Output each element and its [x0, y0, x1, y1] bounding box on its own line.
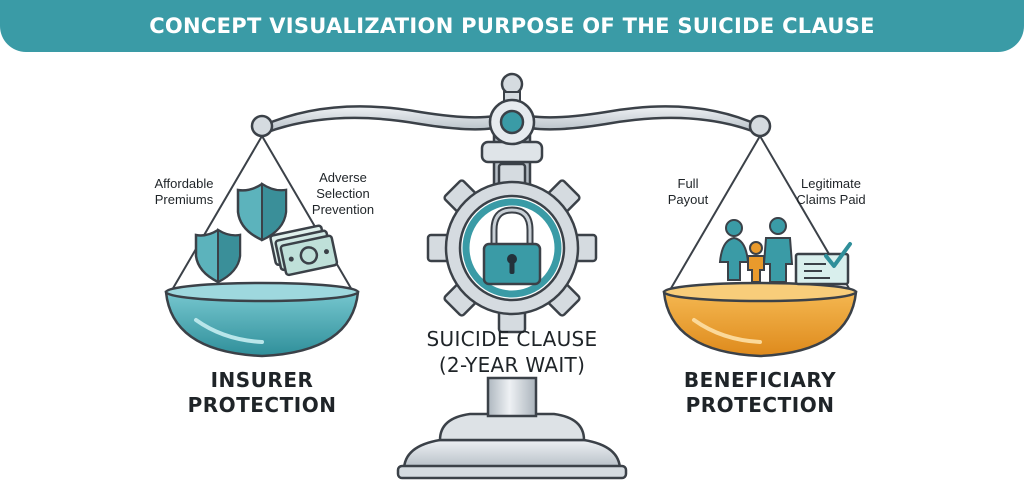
- padlock-icon: [482, 206, 542, 286]
- check-document-icon: [794, 242, 852, 286]
- scale-beam: [250, 72, 772, 146]
- beneficiary-title-line1: BENEFICIARY: [683, 368, 837, 392]
- insurer-title-line2: PROTECTION: [187, 393, 337, 417]
- header-banner: CONCEPT VISUALIZATION PURPOSE OF THE SUI…: [0, 0, 1024, 52]
- insurer-title-line1: INSURER: [210, 368, 314, 392]
- suicide-clause-label: SUICIDE CLAUSE (2-YEAR WAIT): [412, 326, 612, 378]
- page-title: CONCEPT VISUALIZATION PURPOSE OF THE SUI…: [149, 14, 875, 38]
- money-icon: [269, 224, 339, 277]
- shield-icon: [194, 228, 242, 284]
- center-line2: (2-YEAR WAIT): [438, 353, 586, 377]
- right-pan: [662, 135, 858, 358]
- beneficiary-title-line2: PROTECTION: [685, 393, 835, 417]
- label-affordable-premiums: Affordable Premiums: [154, 176, 214, 207]
- insurer-protection-title: INSURER PROTECTION: [172, 368, 352, 418]
- label-legitimate-claims: Legitimate Claims Paid: [796, 176, 866, 207]
- shield-icon: [236, 182, 288, 242]
- label-adverse-selection: Adverse Selection Prevention: [311, 170, 375, 217]
- left-pan: [164, 135, 360, 358]
- beneficiary-protection-title: BENEFICIARY PROTECTION: [656, 368, 864, 418]
- family-icon: [718, 217, 794, 283]
- center-line1: SUICIDE CLAUSE: [426, 327, 598, 351]
- scale-base: [396, 376, 628, 480]
- label-full-payout: Full Payout: [667, 176, 709, 207]
